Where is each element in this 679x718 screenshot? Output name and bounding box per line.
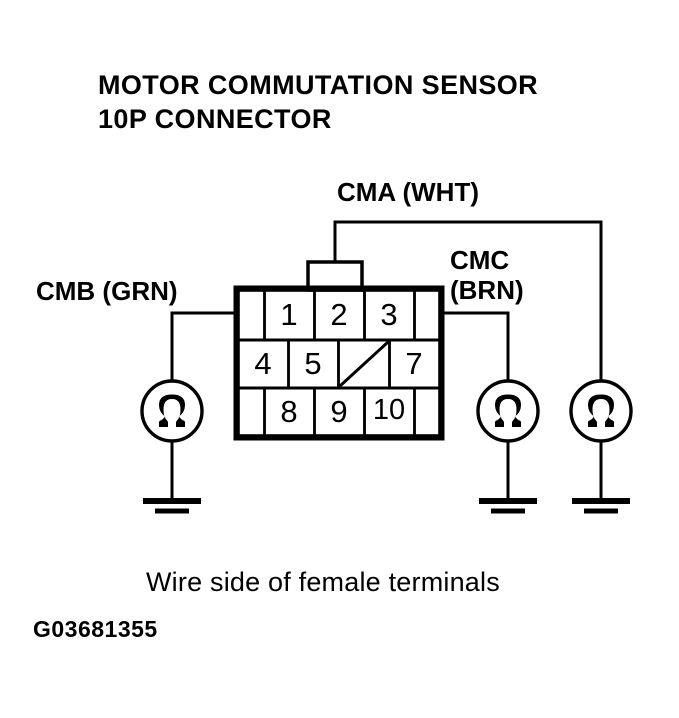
wire-label-cmc-line2: (BRN)	[450, 275, 524, 305]
wire-path-cmc	[440, 311, 510, 383]
ohmmeter-cmb	[140, 379, 204, 514]
pin-label-7: 7	[405, 346, 423, 381]
ohmmeter-cma-body	[569, 379, 633, 443]
pin-label-3: 3	[380, 297, 398, 332]
pin-label-1: 1	[280, 297, 298, 332]
wire-label-cmb: CMB (GRN)	[36, 276, 178, 306]
connector-body	[233, 285, 445, 441]
ohmmeter-cmb-omega-icon	[159, 394, 185, 427]
cell-row1-blank-left	[237, 289, 266, 342]
diagram-caption: Wire side of female terminals	[146, 567, 500, 597]
pin-label-4: 4	[254, 346, 272, 381]
ohmmeter-cma	[569, 379, 633, 514]
diagram-title: MOTOR COMMUTATION SENSOR 10P CONNECTOR	[98, 68, 658, 136]
pin-label-5: 5	[304, 346, 322, 381]
wire-label-cmc-line1: CMC	[450, 245, 510, 275]
connector-row-3	[237, 386, 441, 437]
pin-label-9: 9	[330, 394, 348, 429]
title-line-1: MOTOR COMMUTATION SENSOR	[98, 70, 539, 100]
figure-id: G03681355	[33, 616, 158, 642]
ohmmeter-cma-omega-icon	[588, 394, 614, 427]
wire-label-cmc: CMC (BRN)	[450, 245, 524, 305]
wire-path-cmb	[170, 311, 240, 383]
blocked-cell-slash	[338, 340, 390, 388]
ohmmeter-cmc-body	[476, 379, 540, 443]
title-line-2: 10P CONNECTOR	[98, 104, 332, 134]
pin-label-8: 8	[280, 394, 298, 429]
wire-path-cma	[333, 220, 603, 383]
ohmmeter-cmb-body	[140, 379, 204, 443]
cell-row3-blank-right	[413, 386, 441, 437]
cell-row1-blank-right	[413, 289, 441, 342]
wire-label-cma: CMA (WHT)	[337, 177, 479, 207]
pin-label-10: 10	[372, 394, 406, 426]
ohmmeter-cmc	[476, 379, 540, 514]
cell-row3-blank-left	[237, 386, 266, 437]
pin-label-2: 2	[330, 297, 348, 332]
ohmmeter-cmc-omega-icon	[495, 394, 521, 427]
